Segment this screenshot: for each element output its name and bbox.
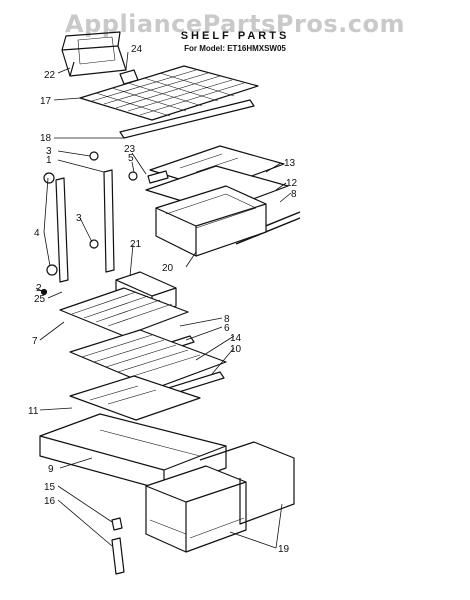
callout-12: 12 [286, 178, 298, 189]
callout-1: 1 [46, 155, 52, 166]
callout-23: 23 [124, 144, 136, 155]
callout-15: 15 [44, 482, 56, 493]
part-4-rail [55, 177, 69, 283]
callout-8-mid: 8 [224, 314, 230, 325]
leader-lines [35, 51, 292, 549]
part-14-wire-shelf [69, 329, 227, 389]
callout-5: 5 [128, 153, 134, 164]
callout-18: 18 [40, 133, 52, 144]
callout-3-top: 3 [46, 146, 52, 157]
part-16-roller [111, 537, 125, 575]
part-17-wire-shelf [79, 65, 259, 121]
callout-14: 14 [230, 333, 242, 344]
part-7-wire-shelf [59, 287, 189, 337]
callout-2: 2 [36, 283, 42, 294]
callout-9: 9 [48, 464, 54, 475]
part-22-bin [61, 31, 127, 77]
part-15-plug [111, 517, 123, 531]
part-3-clip-top [89, 151, 99, 161]
callout-3-mid: 3 [76, 213, 82, 224]
callout-21: 21 [130, 239, 142, 250]
callout-19: 19 [278, 544, 290, 555]
part-5-screw [128, 171, 138, 181]
callout-10: 10 [230, 344, 242, 355]
callout-6: 6 [224, 323, 230, 334]
callout-20: 20 [162, 263, 174, 274]
part-20-drawer [155, 185, 267, 257]
callout-8-top: 8 [291, 189, 297, 200]
model-number: For Model: ET16HMXSW05 [184, 44, 286, 53]
part-4-cap-top [43, 172, 55, 184]
callout-16: 16 [44, 496, 56, 507]
part-19-drawers [145, 441, 295, 553]
callout-7: 7 [32, 336, 38, 347]
callout-17: 17 [40, 96, 52, 107]
callout-25: 25 [34, 294, 46, 305]
part-18-trim [119, 99, 255, 139]
diagram-title: SHELF PARTS [180, 30, 290, 42]
callout-4: 4 [34, 228, 40, 239]
watermark: AppliancePartsPros.com [65, 10, 405, 38]
part-23-clip [147, 170, 169, 184]
part-11-crisper-cover [69, 375, 201, 421]
callout-13: 13 [284, 158, 296, 169]
part-4-cap-bottom [46, 264, 58, 276]
callout-11: 11 [28, 406, 39, 417]
callout-22: 22 [44, 70, 56, 81]
part-1-rail [103, 169, 115, 273]
callout-24: 24 [131, 44, 143, 55]
